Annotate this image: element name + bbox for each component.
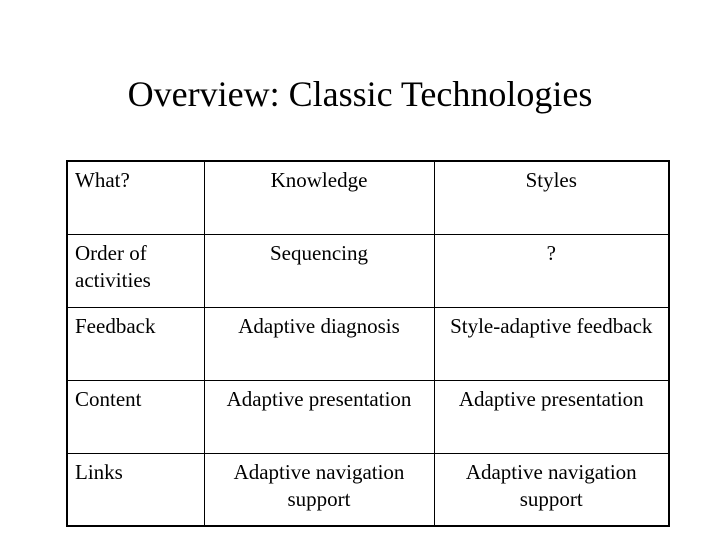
cell-styles-adaptive-presentation: Adaptive presentation	[433, 379, 670, 454]
cell-what-feedback: Feedback	[66, 306, 205, 381]
table-row: Links Adaptive navigation support Adapti…	[66, 452, 670, 527]
cell-knowledge-adaptive-navigation-support: Adaptive navigation support	[203, 452, 435, 527]
column-header-styles: Styles	[433, 160, 670, 235]
cell-styles-adaptive-navigation-support: Adaptive navigation support	[433, 452, 670, 527]
cell-knowledge-sequencing: Sequencing	[203, 233, 435, 308]
table-row: Content Adaptive presentation Adaptive p…	[66, 379, 670, 454]
cell-what-order-of-activities: Order of activities	[66, 233, 205, 308]
comparison-table-container: What? Knowledge Styles Order of activiti…	[66, 160, 670, 527]
cell-knowledge-adaptive-diagnosis: Adaptive diagnosis	[203, 306, 435, 381]
comparison-table: What? Knowledge Styles Order of activiti…	[66, 160, 670, 527]
cell-what-content: Content	[66, 379, 205, 454]
cell-knowledge-adaptive-presentation: Adaptive presentation	[203, 379, 435, 454]
column-header-what: What?	[66, 160, 205, 235]
column-header-knowledge: Knowledge	[203, 160, 435, 235]
cell-styles-style-adaptive-feedback: Style-adaptive feedback	[433, 306, 670, 381]
cell-what-links: Links	[66, 452, 205, 527]
cell-styles-unknown: ?	[433, 233, 670, 308]
page-title: Overview: Classic Technologies	[127, 74, 593, 114]
table-header-row: What? Knowledge Styles	[66, 160, 670, 235]
table-row: Order of activities Sequencing ?	[66, 233, 670, 308]
table-row: Feedback Adaptive diagnosis Style-adapti…	[66, 306, 670, 381]
